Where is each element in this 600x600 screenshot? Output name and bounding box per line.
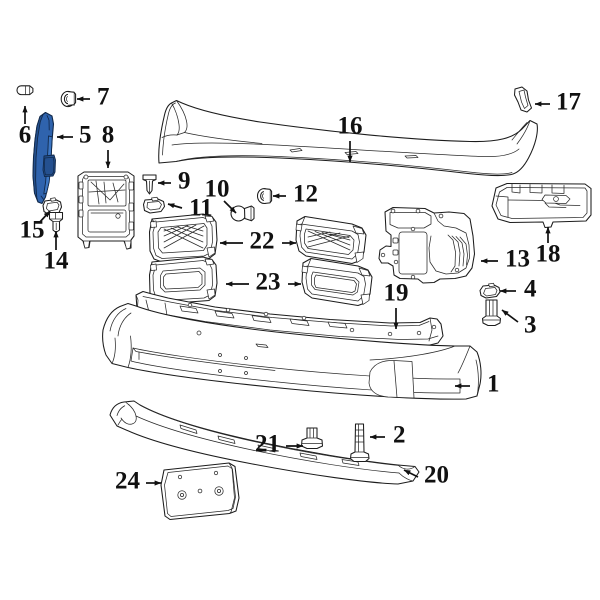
callout-label-24: 24 [115,468,141,495]
callout-arrow-20 [403,469,419,478]
callout-label-5: 5 [79,122,92,149]
callout-arrow-10 [223,200,237,214]
callout-label-10: 10 [205,176,230,203]
callout-label-12: 12 [293,181,318,208]
callout-label-14: 14 [44,248,70,275]
callout-arrow-3 [501,309,519,323]
part-18-air-deflector-shield [491,182,592,229]
callout-label-1: 1 [487,371,500,398]
part-10-plastic-clip [230,205,255,222]
callout-label-6: 6 [19,122,32,149]
part-7-grommet [60,90,77,108]
callout-label-4: 4 [524,276,537,303]
part-23-fog-lamp-closeout-bezel-right [301,257,373,307]
part-13-radiator-support-bracket [378,206,476,284]
callout-label-8: 8 [102,122,115,149]
part-21-screw-rivet [300,427,324,450]
callout-label-2: 2 [393,422,406,449]
callout-label-22: 22 [250,228,275,255]
part-5-bumper-bracket-highlighted [32,111,56,205]
part-14-flange-bolt [48,211,64,234]
part-22-fog-lamp-mesh-bezel-right [295,215,367,265]
callout-label-11: 11 [189,195,213,222]
callout-label-9: 9 [178,168,191,195]
part-17-bracket-clip [513,86,533,113]
callout-label-21: 21 [255,431,280,458]
callout-label-3: 3 [524,312,537,339]
callout-label-13: 13 [505,246,530,273]
callout-label-18: 18 [536,241,561,268]
part-20-lower-air-dam-spoiler [109,400,420,485]
part-24-license-plate-bracket [160,462,240,521]
part-2-push-pin-fastener [349,423,370,463]
part-22-fog-lamp-mesh-bezel-left [148,213,218,263]
part-1-front-bumper-fascia [102,302,482,400]
callout-label-16: 16 [338,113,363,140]
part-11-u-nut-retainer [142,196,166,214]
part-9-push-in-rivet [142,174,157,195]
callout-label-20: 20 [424,462,449,489]
callout-label-7: 7 [97,84,110,111]
callout-leader-lines [22,96,551,486]
part-6-screw-fastener [16,85,34,96]
callout-label-23: 23 [256,269,281,296]
part-8-headlamp-mounting-module [77,171,135,250]
part-23-fog-lamp-closeout-bezel-left [148,256,218,305]
callout-label-17: 17 [556,89,581,116]
part-4-retainer-nut [479,282,501,299]
part-3-hex-flange-bolt [481,299,502,327]
callout-label-19: 19 [384,280,409,307]
callout-label-15: 15 [20,217,45,244]
callout-arrow-11 [167,203,183,209]
callout-arrow-15 [38,210,51,224]
part-12-grommet-spacer [256,188,273,205]
